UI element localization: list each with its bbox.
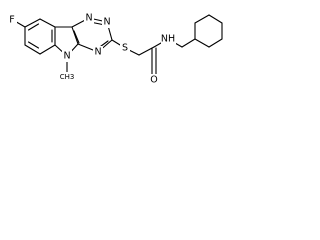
sulfur-label: S	[122, 43, 128, 54]
fluorine-label: F	[9, 15, 14, 26]
bond	[39, 18, 56, 28]
indole-nitrogen-label: N	[63, 51, 70, 62]
bond	[39, 44, 56, 55]
bond	[208, 38, 223, 48]
triazine-n3-label: N	[94, 47, 101, 58]
bond	[194, 14, 210, 24]
structure-diagram: F N CH3 N N N S O NH	[7, 12, 223, 86]
carbonyl-oxygen-label: O	[150, 75, 157, 86]
triazine-n2-label: N	[103, 17, 110, 28]
methyl-label: CH3	[60, 73, 75, 81]
atom-labels: F N CH3 N N N S O NH	[7, 12, 176, 86]
bond	[194, 38, 210, 48]
bond-double-inner	[27, 41, 40, 49]
bond	[24, 44, 41, 55]
bond	[208, 14, 223, 24]
bond-double-inner	[73, 30, 80, 44]
bond	[24, 18, 41, 28]
bonds	[12, 14, 223, 76]
triazine-n1-label: N	[85, 13, 92, 24]
bond	[71, 26, 79, 45]
amide-nh-label: NH	[161, 34, 175, 45]
bond	[181, 38, 196, 48]
bond-double-inner	[27, 23, 40, 31]
